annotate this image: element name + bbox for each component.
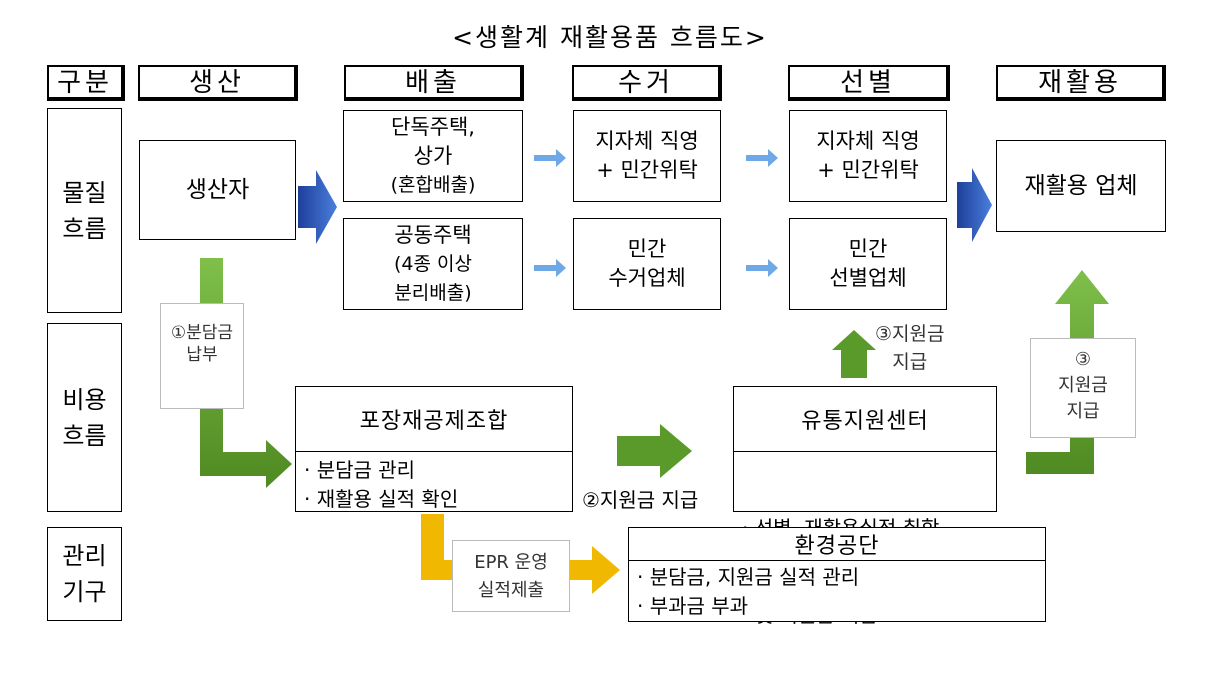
- support-union-arrow: [617, 424, 692, 478]
- box-line: 지자체 직영: [816, 129, 920, 153]
- box-line: 지자체 직영: [595, 129, 699, 153]
- collection-gov-box: 지자체 직영 + 민간위탁: [573, 110, 721, 202]
- producer-to-discharge-arrow: [298, 170, 337, 244]
- packaging-union-name: 포장재공제조합: [359, 409, 509, 434]
- note-line: 실적제출: [477, 580, 545, 601]
- support-recycling-note: ③ 지원금 지급: [1030, 338, 1136, 438]
- box-line: 수거업체: [608, 266, 686, 290]
- recycler-label: 재활용 업체: [1024, 172, 1138, 199]
- support-sorting-arrow: [832, 330, 876, 378]
- list-item: · 부과금 부과: [637, 594, 749, 618]
- note-line: 지급: [1066, 401, 1100, 422]
- category-label: 관리: [62, 542, 107, 570]
- note-line: EPR 운영: [474, 552, 548, 573]
- env-corporation-box: 환경공단 · 분담금, 지원금 실적 관리 · 부과금 부과: [628, 527, 1046, 622]
- apartment-box: 공동주택 (4종 이상 분리배출): [343, 218, 523, 310]
- box-line: 민간: [848, 237, 888, 261]
- box-line: 공동주택: [394, 222, 472, 247]
- header-sorting: 선별: [788, 65, 950, 101]
- label-line: 지급: [892, 351, 928, 373]
- category-material-flow: 물질 흐름: [47, 108, 122, 313]
- note-line: ③: [1074, 349, 1092, 370]
- packaging-union-items: · 분담금 관리 · 재활용 실적 확인: [296, 451, 572, 513]
- sorting-gov-box: 지자체 직영 + 민간위탁: [789, 110, 947, 202]
- header-recycling: 재활용: [996, 65, 1166, 101]
- list-item: · 재활용 실적 확인: [304, 487, 459, 511]
- contribution-note: ①분담금 납부: [160, 303, 244, 409]
- header-collection: 수거: [572, 65, 722, 101]
- single-house-box: 단독주택, 상가 (혼합배출): [343, 110, 523, 202]
- category-management: 관리 기구: [47, 527, 122, 621]
- category-label: 물질: [62, 178, 107, 207]
- env-corporation-items: · 분담금, 지원금 실적 관리 · 부과금 부과: [629, 560, 1045, 623]
- box-line: + 민간위탁: [817, 158, 919, 182]
- box-line: (4종 이상: [394, 252, 472, 275]
- sorting-to-recycler-arrow: [957, 168, 992, 242]
- diagram-title: <생활계 재활용품 흐름도>: [452, 23, 768, 52]
- box-line: (혼합배출): [390, 173, 476, 196]
- box-line: 상가: [413, 143, 453, 168]
- category-label: 비용: [62, 385, 107, 414]
- small-blue-arrows: [534, 149, 778, 277]
- box-line: 분리배출): [394, 281, 472, 304]
- box-line: + 민간위탁: [596, 158, 698, 182]
- producer-box: 생산자: [139, 140, 296, 240]
- box-line: 선별업체: [829, 266, 907, 290]
- support-sorting-label: ③지원금 지급: [875, 320, 944, 376]
- note-line: 납부: [186, 345, 218, 365]
- support-union-label: ②지원금 지급: [582, 488, 699, 512]
- header-category: 구분: [47, 65, 125, 101]
- packaging-union-box: 포장재공제조합 · 분담금 관리 · 재활용 실적 확인: [295, 386, 573, 512]
- box-line: 단독주택,: [391, 114, 475, 139]
- recycler-box: 재활용 업체: [996, 140, 1166, 232]
- note-line: 지원금: [1058, 375, 1108, 396]
- env-corporation-name: 환경공단: [794, 534, 880, 559]
- list-item: · 분담금 관리: [304, 458, 416, 482]
- distribution-center-name: 유통지원센터: [801, 409, 929, 434]
- category-label: 흐름: [62, 421, 107, 450]
- box-line: 민간: [627, 237, 667, 261]
- header-discharge: 배출: [344, 65, 524, 101]
- label-line: ③지원금: [875, 323, 945, 345]
- note-line: ①분담금: [170, 323, 234, 343]
- category-label: 흐름: [62, 214, 107, 243]
- producer-label: 생산자: [185, 176, 250, 203]
- category-label: 기구: [62, 578, 107, 606]
- collection-private-box: 민간 수거업체: [573, 218, 721, 310]
- sorting-private-box: 민간 선별업체: [789, 218, 947, 310]
- list-item: · 분담금, 지원금 실적 관리: [637, 565, 860, 589]
- category-cost-flow: 비용 흐름: [47, 323, 122, 512]
- epr-report-note: EPR 운영 실적제출: [452, 540, 570, 612]
- header-production: 생산: [138, 65, 298, 101]
